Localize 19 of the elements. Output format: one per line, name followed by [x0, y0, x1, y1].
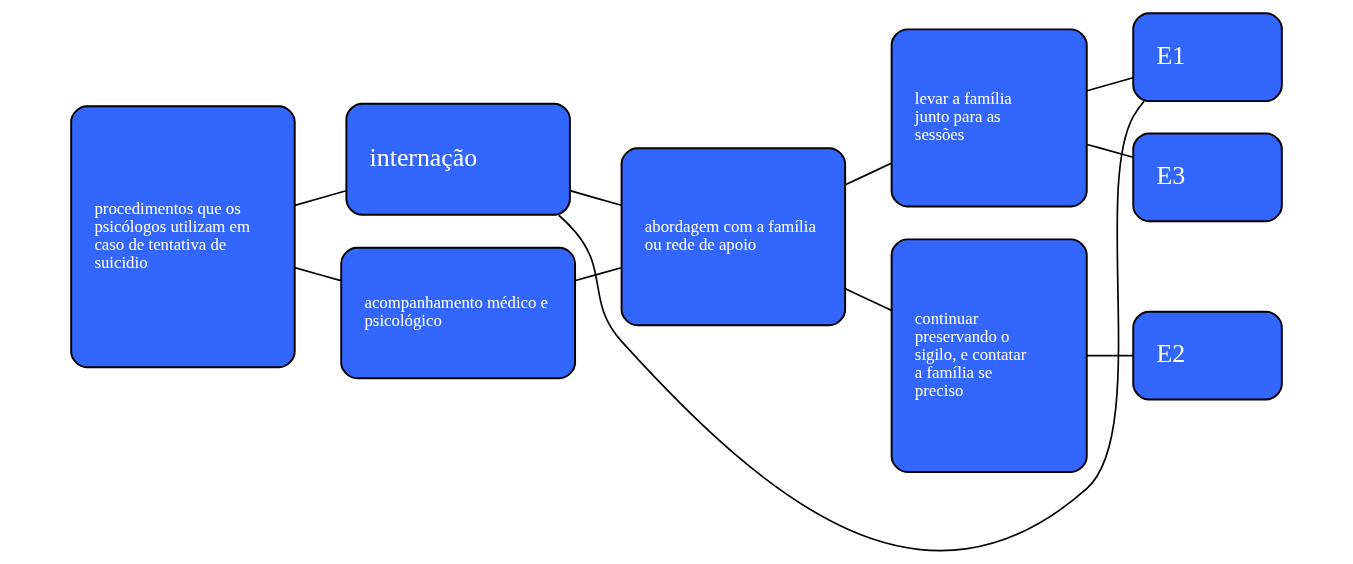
node-box: E2: [1132, 310, 1283, 401]
connector: [1086, 143, 1134, 159]
node-box: procedimentos que os psicólogos utilizam em caso de tentativa de suicidio: [70, 105, 296, 369]
node-box: abordagem com a família ou rede de apoio: [620, 147, 847, 327]
connector: [574, 266, 623, 282]
connector: [844, 162, 893, 186]
node-box: E3: [1132, 132, 1283, 223]
node-box: acompanhamento médico e psicológico: [340, 246, 577, 380]
connector: [844, 287, 893, 312]
node-box: continuar preservando o sigilo, e contatar a família se preciso: [890, 238, 1088, 473]
connector: [1086, 76, 1134, 92]
connector: [293, 189, 348, 207]
connector: [557, 100, 1145, 551]
connector: [1086, 354, 1134, 357]
connector: [293, 266, 342, 282]
node-box: E1: [1132, 12, 1283, 103]
node-box: internação: [345, 102, 571, 216]
node-box: levar a família junto para as sessões: [890, 28, 1088, 208]
connector: [569, 189, 623, 207]
